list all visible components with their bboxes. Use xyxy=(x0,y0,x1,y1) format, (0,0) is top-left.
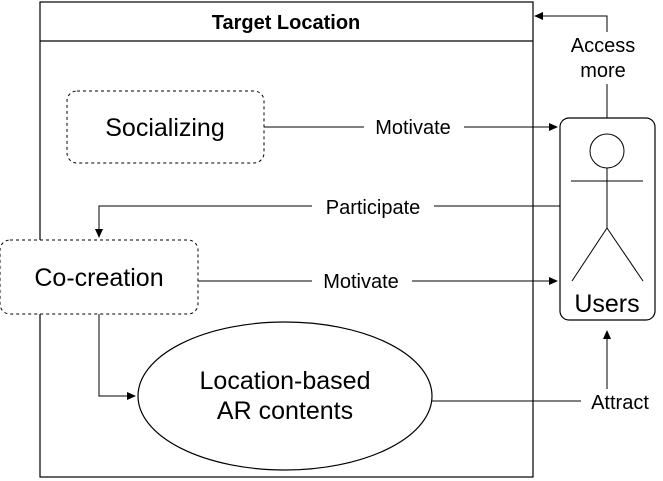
cocreation-node: Co-creation xyxy=(0,239,199,315)
motivate-bottom-label: Motivate xyxy=(323,271,399,293)
socializing-label: Socializing xyxy=(105,114,225,142)
edge-motivate-top: Motivate xyxy=(264,115,558,139)
edge-cocreation-to-ar xyxy=(98,314,136,400)
ar-contents-label-line2: AR contents xyxy=(217,397,353,425)
access-more-label-line2: more xyxy=(580,60,626,82)
ar-contents-node: Location-based AR contents xyxy=(137,321,433,471)
users-label: Users xyxy=(574,290,639,318)
edge-attract: Attract xyxy=(432,330,659,414)
cocreation-label: Co-creation xyxy=(34,264,163,292)
edge-access-more: Access more xyxy=(534,12,636,118)
container-title: Target Location xyxy=(212,12,361,34)
participate-label: Participate xyxy=(326,197,421,219)
socializing-node: Socializing xyxy=(66,90,265,164)
ar-contents-label-line1: Location-based xyxy=(200,367,371,395)
edge-participate: Participate xyxy=(95,194,560,238)
edge-motivate-bottom: Motivate xyxy=(198,269,558,293)
attract-label: Attract xyxy=(591,392,649,414)
motivate-top-label: Motivate xyxy=(375,117,451,139)
access-more-label-line1: Access xyxy=(571,35,635,57)
users-actor: Users xyxy=(559,117,656,321)
actor-head-icon xyxy=(589,133,625,169)
